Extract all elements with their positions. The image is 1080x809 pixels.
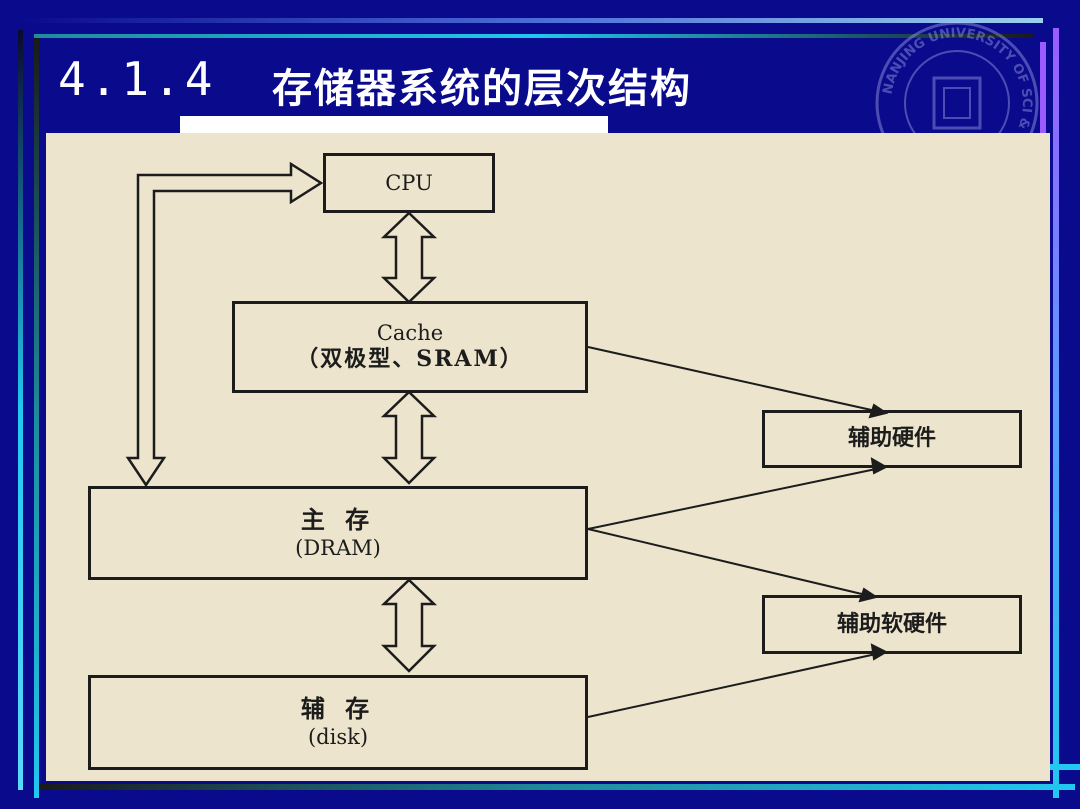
cpu-label: CPU (385, 170, 433, 195)
main-to-cpu-bypass-arrow (125, 161, 324, 488)
frame-right-bar (1053, 28, 1059, 798)
secondary-memory-type-label: (disk) (307, 725, 369, 750)
cpu-box: CPU (323, 153, 495, 213)
frame-bottom-bar-outer (1040, 764, 1080, 770)
cache-box: Cache （双极型、SRAM） (232, 301, 588, 393)
frame-left-bar (18, 30, 23, 790)
frame-bottom-bar (40, 784, 1075, 790)
aux-software-hardware-box: 辅助软硬件 (762, 595, 1022, 654)
diagram-connectors (125, 161, 889, 718)
frame-top-bar-inner (34, 34, 1034, 38)
main-secondary-arrow (380, 578, 438, 673)
frame-right-bar-inner (1040, 42, 1046, 134)
cache-label: Cache (376, 321, 444, 346)
title-underline-strip (180, 116, 608, 136)
memory-hierarchy-diagram: CPU Cache （双极型、SRAM） 主 存 (DRAM) 辅 存 (dis… (46, 133, 1050, 781)
aux-hardware-box: 辅助硬件 (762, 410, 1022, 468)
frame-left-bar-inner (34, 38, 39, 798)
main-memory-label: 主 存 (300, 504, 376, 534)
frame-top-bar (18, 18, 1043, 23)
cache-main-arrow (380, 390, 438, 485)
aux-connector-lines (587, 346, 889, 718)
cpu-cache-arrow (380, 211, 438, 304)
aux-software-hardware-label: 辅助软硬件 (836, 610, 947, 637)
slide-title: 存储器系统的层次结构 (272, 65, 692, 112)
main-memory-box: 主 存 (DRAM) (88, 486, 588, 580)
main-memory-type-label: (DRAM) (295, 535, 381, 560)
section-number: 4.1.4 (58, 52, 217, 106)
cache-type-label: （双极型、SRAM） (296, 346, 524, 373)
secondary-memory-label: 辅 存 (300, 694, 376, 724)
secondary-memory-box: 辅 存 (disk) (88, 675, 588, 770)
aux-hardware-label: 辅助硬件 (847, 425, 936, 452)
